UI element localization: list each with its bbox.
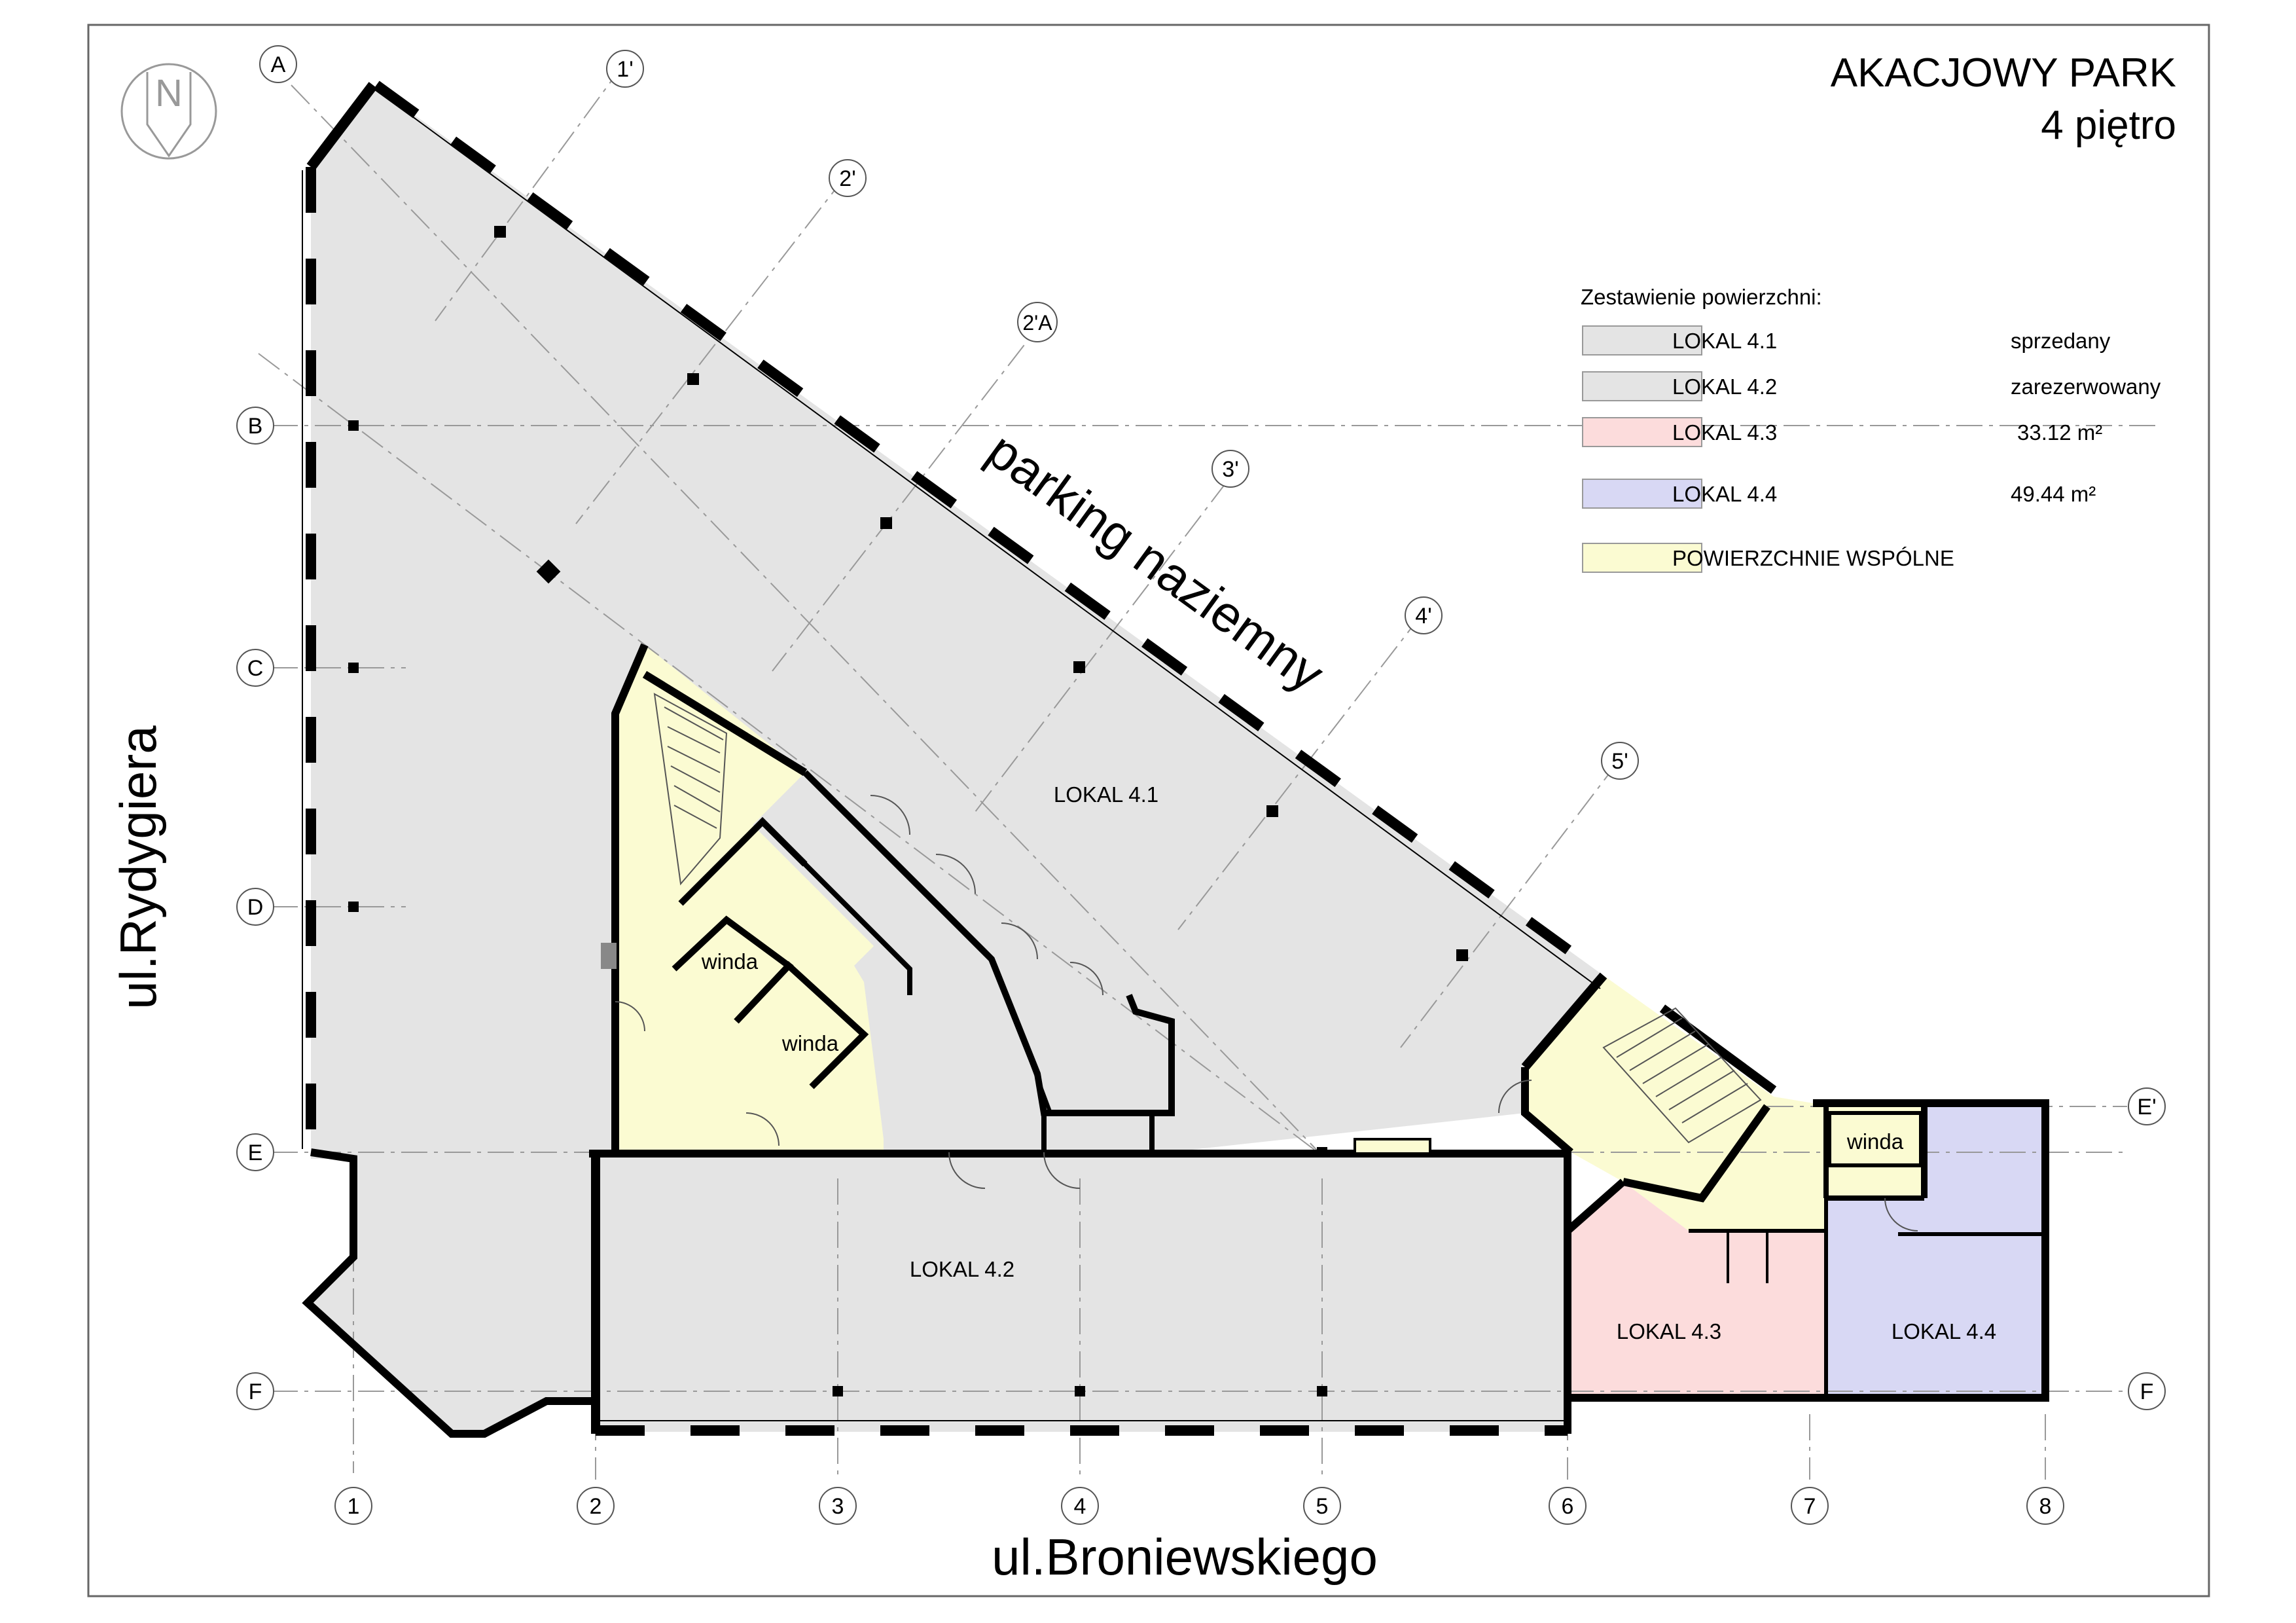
lokal-4-3-label: LOKAL 4.3 — [1617, 1319, 1721, 1343]
lokal-4-4-label: LOKAL 4.4 — [1892, 1319, 1996, 1343]
grid-col-6: 6 — [1549, 1487, 1587, 1525]
svg-text:D: D — [247, 895, 264, 920]
grid-row-f-right: F — [2128, 1372, 2166, 1410]
elevator-3-box — [1827, 1111, 1923, 1167]
grid-row-d: D — [236, 888, 274, 926]
sheet-border — [87, 24, 2210, 1597]
grid-col-3: 3 — [819, 1487, 857, 1525]
lokal-4-1-label: LOKAL 4.1 — [1054, 782, 1158, 807]
grid-diag-1p: 1' — [606, 50, 644, 88]
legend-row-lokal-4-3: LOKAL 4.3 33.12 m² — [1582, 417, 2102, 447]
lokal-4-3-area — [1568, 1182, 1826, 1398]
stairs-west — [653, 693, 728, 886]
grid-row-a: A — [259, 45, 297, 83]
stairs-east — [1602, 1007, 1762, 1144]
svg-text:1': 1' — [617, 57, 633, 82]
grid-col-4: 4 — [1061, 1487, 1099, 1525]
svg-text:6: 6 — [1562, 1494, 1574, 1519]
svg-text:1: 1 — [348, 1494, 360, 1519]
grid-col-5: 5 — [1303, 1487, 1341, 1525]
legend-value: 49.44 m² — [2011, 482, 2096, 506]
grid-col-7: 7 — [1791, 1487, 1829, 1525]
north-arrow-icon: N — [120, 63, 217, 160]
grid-bubbles: A B C D E F E' F 1 2 3 4 5 6 7 8 1' 2' 2… — [236, 45, 2166, 1525]
svg-text:A: A — [271, 52, 286, 77]
grid-diag-3p: 3' — [1211, 450, 1249, 488]
svg-text:8: 8 — [2039, 1494, 2052, 1519]
grid-row-e: E — [236, 1133, 274, 1171]
svg-text:C: C — [247, 656, 264, 681]
grid-diag-2p: 2' — [829, 159, 867, 197]
north-label: N — [155, 72, 183, 115]
svg-text:2'A: 2'A — [1022, 311, 1052, 335]
street-west-label: ul.Rydygiera — [109, 725, 167, 1010]
svg-text:4': 4' — [1415, 604, 1431, 629]
landing-bench — [1354, 1138, 1431, 1155]
svg-text:E: E — [248, 1140, 263, 1165]
structural-columns — [348, 226, 1468, 1396]
legend-value: 33.12 m² — [2017, 420, 2102, 445]
legend-row-lokal-4-1: LOKAL 4.1 sprzedany — [1582, 325, 2111, 356]
svg-text:F: F — [249, 1379, 262, 1404]
grid-diag-2pa: 2'A — [1017, 302, 1058, 342]
legend-row-lokal-4-2: LOKAL 4.2 zarezerwowany — [1582, 371, 2161, 401]
svg-text:3: 3 — [832, 1494, 844, 1519]
lokal-4-2-main — [596, 1154, 1568, 1432]
legend-row-common: POWIERZCHNIE WSPÓLNE — [1582, 543, 1954, 573]
legend-swatch — [1582, 417, 1702, 447]
grid-row-c: C — [236, 649, 274, 687]
legend: Zestawienie powierzchni: LOKAL 4.1 sprze… — [1581, 285, 2161, 573]
project-title: AKACJOWY PARK — [1831, 50, 2176, 96]
svg-text:7: 7 — [1804, 1494, 1816, 1519]
lokal-4-2-label: LOKAL 4.2 — [910, 1257, 1014, 1281]
floor-subtitle: 4 piętro — [2041, 103, 2176, 148]
svg-text:5: 5 — [1316, 1494, 1329, 1519]
svg-text:B: B — [248, 414, 263, 439]
grid-diag-4p: 4' — [1405, 596, 1443, 634]
legend-label: LOKAL 4.1 — [1672, 329, 1777, 353]
legend-label: POWIERZCHNIE WSPÓLNE — [1672, 546, 1954, 570]
legend-swatch — [1582, 325, 1702, 356]
svg-text:2': 2' — [839, 166, 855, 191]
legend-row-lokal-4-4: LOKAL 4.4 49.44 m² — [1582, 479, 2096, 509]
svg-text:3': 3' — [1222, 457, 1238, 482]
svg-text:F: F — [2140, 1379, 2154, 1404]
walls — [302, 81, 2049, 1438]
grid-row-e-prime: E' — [2128, 1087, 2166, 1125]
legend-value: sprzedany — [2011, 329, 2111, 353]
svg-text:E': E' — [2137, 1095, 2156, 1120]
svg-text:2: 2 — [590, 1494, 602, 1519]
grid-diag-5p: 5' — [1601, 742, 1639, 780]
legend-value: zarezerwowany — [2011, 374, 2161, 399]
legend-label: LOKAL 4.2 — [1672, 374, 1777, 399]
grid-col-8: 8 — [2026, 1487, 2064, 1525]
grid-row-b: B — [236, 407, 274, 445]
elevator-1-label: winda — [701, 949, 759, 974]
door-swings — [615, 795, 1918, 1231]
legend-heading: Zestawienie powierzchni: — [1581, 285, 1822, 309]
svg-text:5': 5' — [1611, 749, 1628, 774]
grid-col-1: 1 — [334, 1487, 372, 1525]
street-south-label: ul.Broniewskiego — [992, 1528, 1378, 1586]
legend-swatch — [1582, 371, 1702, 401]
lokal-4-4-area — [1826, 1103, 2045, 1398]
legend-swatch — [1582, 543, 1702, 573]
grid-row-f: F — [236, 1372, 274, 1410]
legend-label: LOKAL 4.4 — [1672, 482, 1777, 506]
elevator-3-label: winda — [1846, 1129, 1904, 1154]
svg-text:4: 4 — [1074, 1494, 1086, 1519]
grid-col-2: 2 — [577, 1487, 615, 1525]
elevator-2-label: winda — [781, 1031, 839, 1055]
legend-label: LOKAL 4.3 — [1672, 420, 1777, 445]
legend-swatch — [1582, 479, 1702, 509]
